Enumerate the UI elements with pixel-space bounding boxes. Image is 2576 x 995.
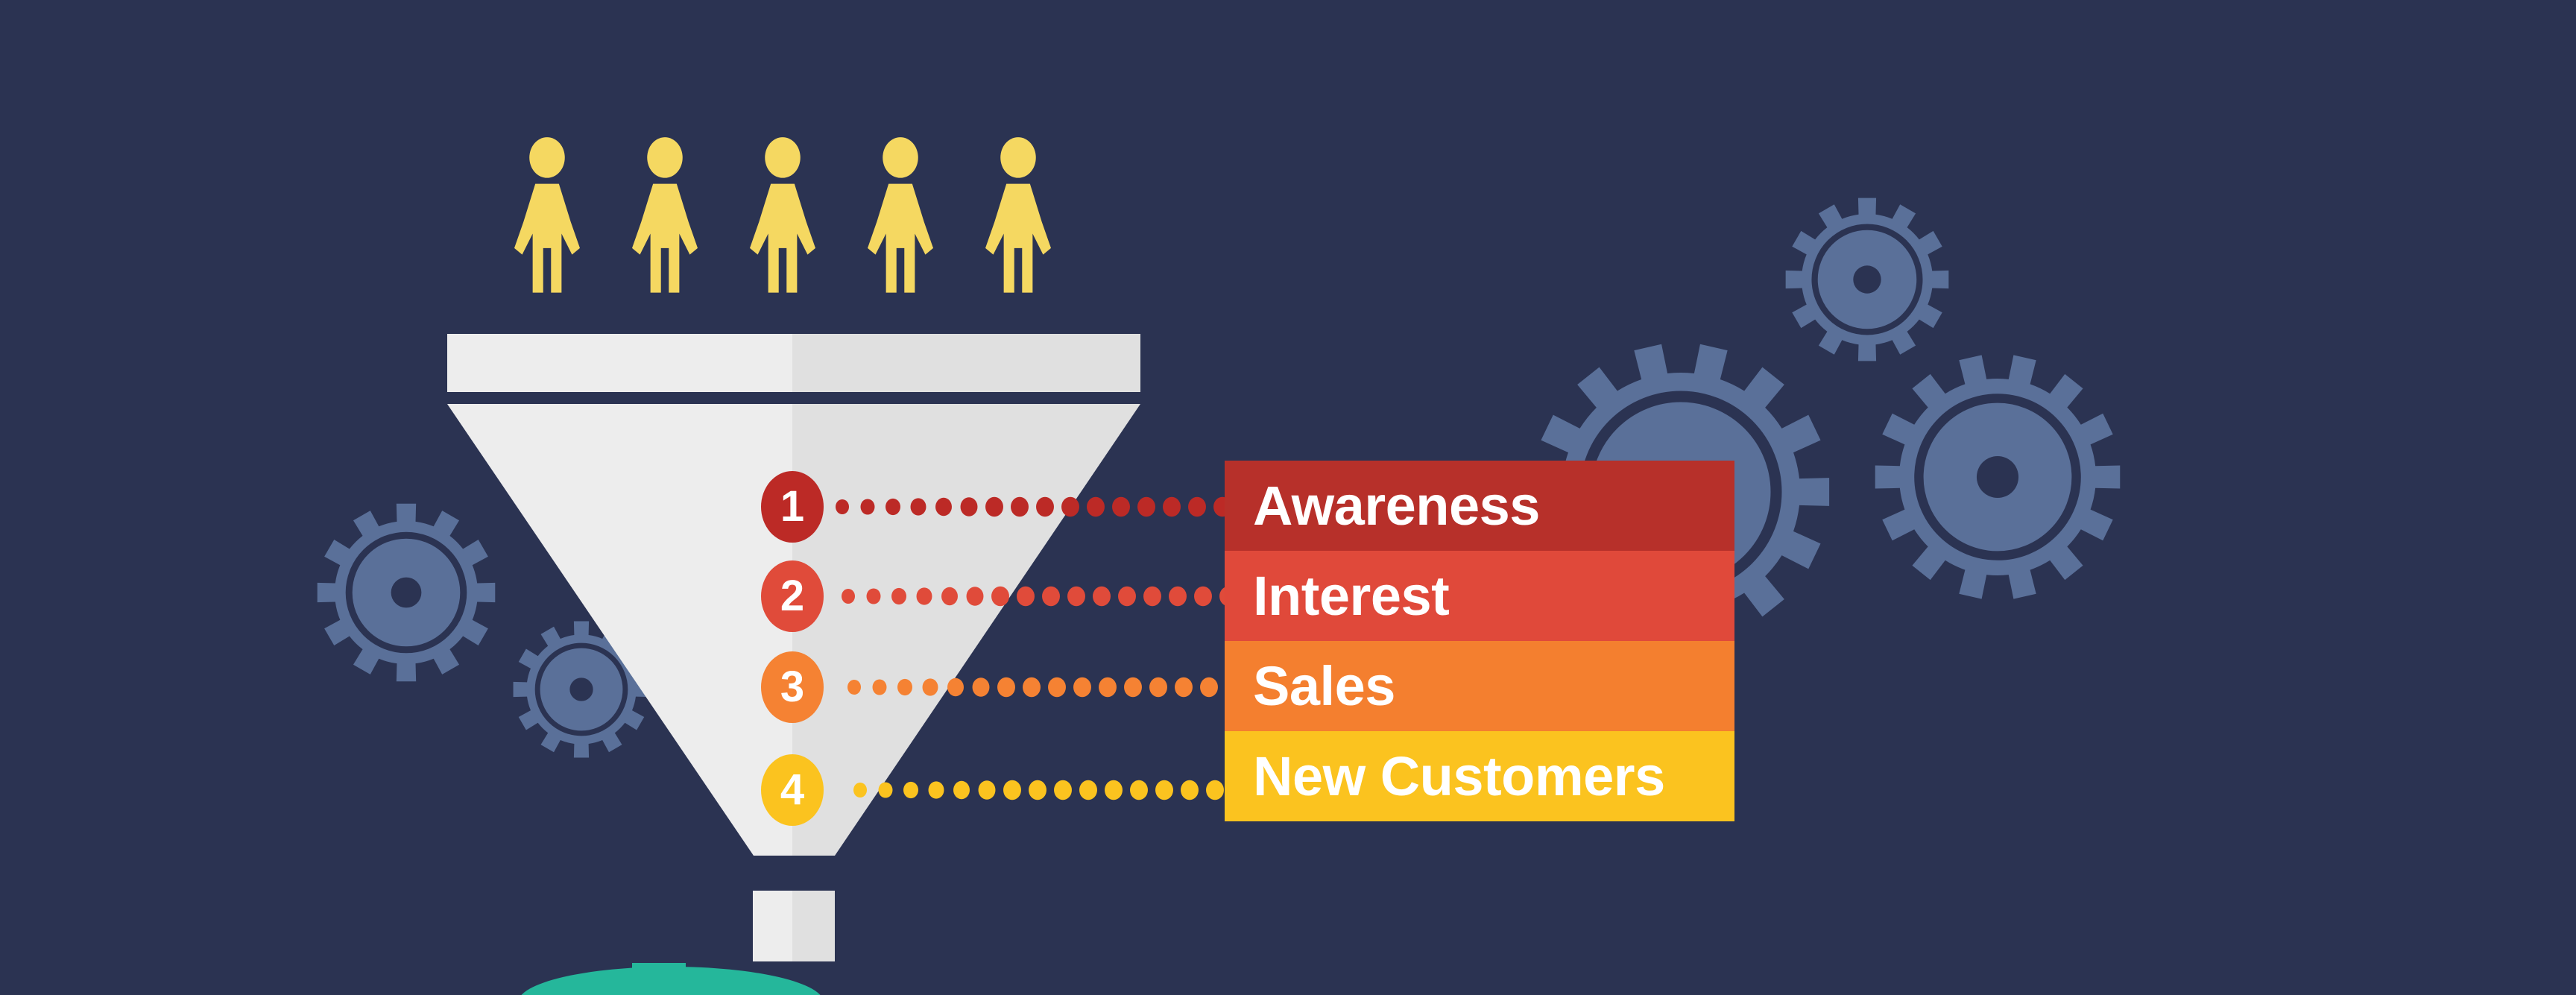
gear-right-top-small — [1785, 198, 1949, 361]
gear-right-mid — [1875, 355, 2121, 599]
person-icon — [868, 137, 933, 293]
funnel-stage-block[interactable]: Interest — [1225, 551, 1734, 641]
funnel-step-number: 1 — [780, 482, 805, 531]
funnel-spout — [753, 891, 835, 961]
funnel-stage-label: Interest — [1253, 564, 1450, 627]
dotted-connector-row — [836, 496, 1231, 517]
gear-left-small — [513, 621, 650, 758]
gear-left-large — [317, 503, 496, 682]
funnel-stage-label: New Customers — [1253, 745, 1665, 807]
collector-cup — [521, 963, 821, 995]
funnel-step-number: 2 — [780, 572, 805, 620]
funnel-stage-label: Awareness — [1253, 474, 1540, 537]
funnel-stage-block[interactable]: Sales — [1225, 641, 1734, 731]
funnel-stage-block[interactable]: New Customers — [1225, 731, 1734, 821]
person-icon — [514, 137, 580, 293]
funnel-stage-block[interactable]: Awareness — [1225, 461, 1734, 551]
funnel-step-badge[interactable]: 4 — [761, 754, 824, 826]
people-row — [514, 137, 1051, 293]
person-icon — [750, 137, 815, 293]
dotted-connector-row — [842, 586, 1237, 607]
funnel-step-number: 4 — [780, 765, 805, 814]
person-icon — [632, 137, 698, 293]
funnel-step-number: 3 — [780, 663, 805, 711]
funnel-stage-label: Sales — [1253, 654, 1395, 717]
funnel-cone — [447, 404, 1140, 856]
funnel-step-badge[interactable]: 2 — [761, 560, 824, 632]
funnel-step-badge[interactable]: 3 — [761, 651, 824, 723]
person-icon — [985, 137, 1051, 293]
funnel-rim — [447, 334, 1140, 392]
funnel-step-badge[interactable]: 1 — [761, 471, 824, 543]
dotted-connector-row — [853, 780, 1249, 800]
